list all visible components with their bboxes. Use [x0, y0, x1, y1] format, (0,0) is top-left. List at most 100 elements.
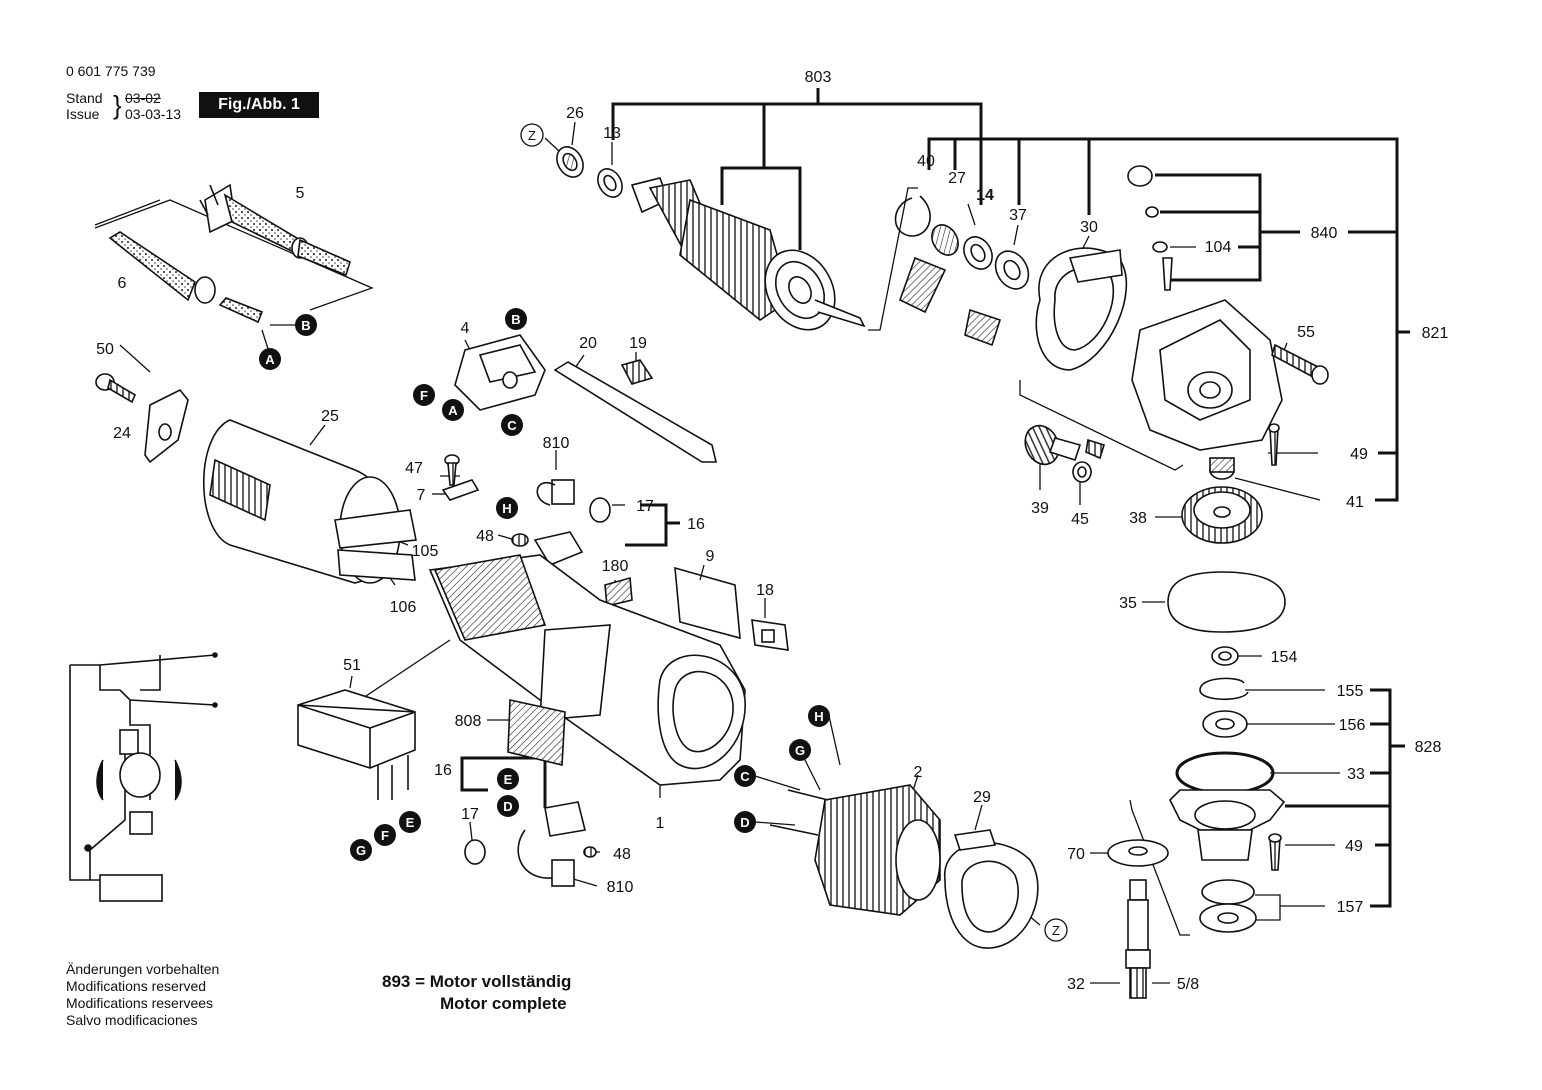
label-40: 40	[917, 153, 935, 170]
label-808: 808	[455, 713, 482, 730]
badge-A-plug: A	[259, 348, 281, 370]
part-157-nut-set	[1199, 879, 1257, 933]
label-180: 180	[602, 558, 629, 575]
badge-G-stator: G	[789, 739, 811, 761]
part-39-pinion	[1024, 424, 1082, 466]
label-49a: 49	[1350, 446, 1368, 463]
label-14: 14	[976, 187, 994, 204]
group-brackets	[460, 88, 1410, 908]
svg-text:B: B	[511, 312, 520, 327]
label-70: 70	[1067, 846, 1085, 863]
stand-date: 03-02	[125, 90, 161, 106]
part-154-ring	[1211, 646, 1239, 666]
motor-complete-de: 893 = Motor vollständig	[382, 972, 572, 991]
label-821: 821	[1422, 325, 1449, 342]
modification-note-de: Änderungen vorbehalten	[66, 961, 220, 977]
part-26-cap	[556, 146, 584, 178]
issue-label: Issue	[66, 106, 100, 122]
label-41: 41	[1346, 494, 1364, 511]
part-5-cord	[199, 183, 351, 277]
part-49-screw-lower	[1268, 833, 1282, 871]
part-156-bearing	[1202, 710, 1248, 738]
badge-B-plug: B	[295, 314, 317, 336]
svg-text:H: H	[502, 501, 511, 516]
gear-housing-821	[1131, 299, 1283, 451]
part-48-screw-lower	[583, 846, 597, 858]
label-7: 7	[417, 487, 426, 504]
part-24-cord-clamp	[144, 388, 189, 464]
part-18-button	[751, 619, 789, 651]
badge-C-switch: C	[501, 414, 523, 436]
badge-H-stator: H	[808, 705, 830, 727]
part-47-screw	[444, 454, 460, 486]
part-25-motor-housing	[202, 419, 417, 584]
badge-F-wire: F	[374, 824, 396, 846]
label-156: 156	[1339, 717, 1366, 734]
wiring-schematic	[69, 652, 218, 902]
label-810b: 810	[607, 879, 634, 896]
label-155: 155	[1337, 683, 1364, 700]
label-106: 106	[390, 599, 417, 616]
part-180-label	[604, 576, 633, 607]
label-24: 24	[113, 425, 131, 442]
part-dust-filter	[899, 256, 947, 314]
part-32-spindle	[1125, 879, 1151, 999]
label-30: 30	[1080, 219, 1098, 236]
badge-H-brush: H	[496, 497, 518, 519]
svg-text:B: B	[301, 318, 310, 333]
badge-A-switch: A	[442, 399, 464, 421]
part-828-flange	[1169, 789, 1286, 861]
part-19-spring	[620, 359, 654, 385]
part-41-bearing	[1209, 457, 1235, 480]
svg-text:E: E	[406, 815, 415, 830]
stand-label: Stand	[66, 90, 103, 106]
svg-text:A: A	[448, 403, 458, 418]
label-6: 6	[118, 275, 127, 292]
label-154: 154	[1271, 649, 1298, 666]
label-25: 25	[321, 408, 339, 425]
svg-text:D: D	[740, 815, 749, 830]
label-37: 37	[1009, 207, 1027, 224]
part-17-spring-lower	[464, 839, 486, 865]
modification-note-fr: Modifications reservees	[66, 995, 214, 1011]
part-brush-holder-upper	[533, 531, 584, 566]
label-17b: 17	[461, 806, 479, 823]
part-27-ring	[931, 224, 959, 256]
svg-text:C: C	[740, 769, 750, 784]
badge-D-stator: D	[734, 811, 756, 833]
part-33-oring	[1175, 751, 1275, 795]
part-35-gasket	[1167, 571, 1286, 633]
badge-G-wire: G	[350, 839, 372, 861]
connector-badges: B A B F A C H E D G F E H G C D Z Z	[259, 123, 1068, 942]
part-808-label	[507, 699, 566, 767]
badge-Z-top: Z	[520, 123, 544, 147]
part-7-clip	[441, 479, 480, 501]
svg-text:G: G	[795, 743, 805, 758]
brace: }	[113, 90, 122, 120]
leader-lines	[94, 121, 1340, 984]
badge-E-wire: E	[399, 811, 421, 833]
part-70-washer	[1107, 839, 1169, 867]
part-810-brush-upper	[536, 479, 575, 506]
label-55: 55	[1297, 324, 1315, 341]
label-1: 1	[656, 815, 665, 832]
part-brush-holder-lower	[517, 801, 586, 887]
svg-text:E: E	[504, 772, 513, 787]
label-26: 26	[566, 105, 584, 122]
part-2-stator	[769, 784, 941, 916]
part-drawings	[69, 146, 1329, 999]
part-55-screw	[1271, 343, 1329, 385]
label-38: 38	[1129, 510, 1147, 527]
label-thread: 5/8	[1177, 976, 1199, 993]
badge-C-stator: C	[734, 765, 756, 787]
label-20: 20	[579, 335, 597, 352]
label-17a: 17	[636, 498, 654, 515]
label-810a: 810	[543, 435, 570, 452]
label-48b: 48	[613, 846, 631, 863]
label-803: 803	[805, 69, 832, 86]
label-45: 45	[1071, 511, 1089, 528]
part-30-flange	[1035, 247, 1128, 371]
label-16a: 16	[687, 516, 705, 533]
svg-text:Z: Z	[1052, 923, 1060, 938]
